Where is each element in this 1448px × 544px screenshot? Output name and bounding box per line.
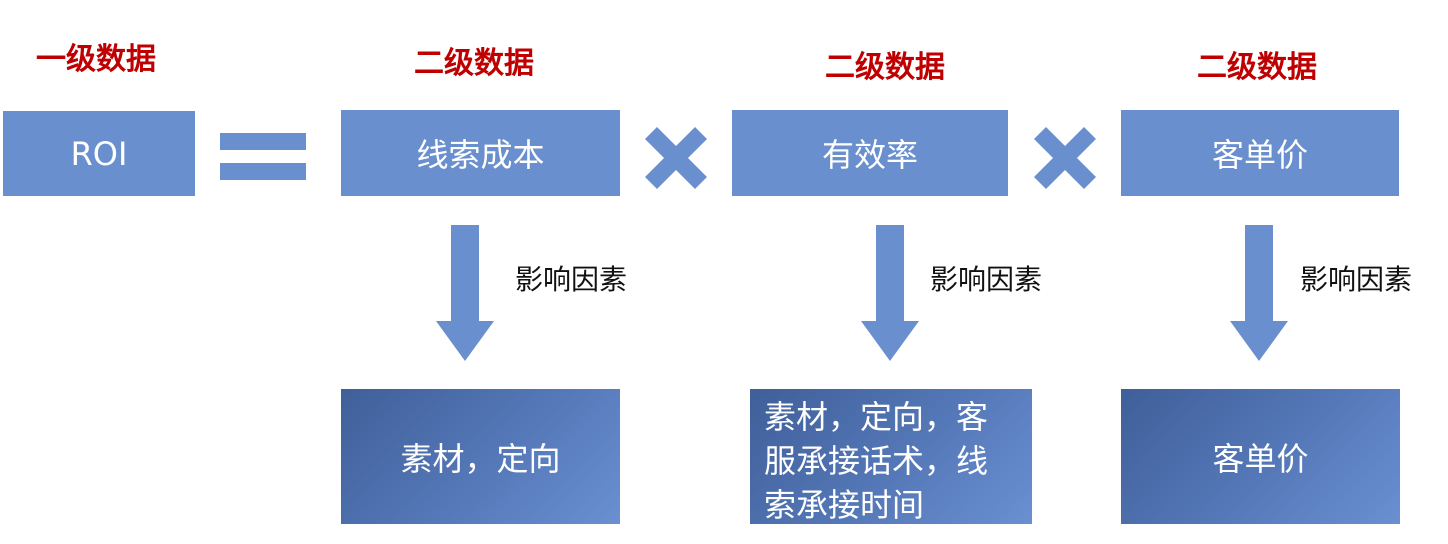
heading-level2-unit-price: 二级数据	[1197, 50, 1317, 85]
factor-label-efficiency: 影响因素	[930, 263, 1043, 296]
lead-cost-factors-box: 素材，定向	[341, 389, 620, 524]
multiply-icon-shape	[645, 127, 707, 189]
equals-icon-bar-bottom	[220, 163, 306, 180]
arrow-down-icon	[1230, 225, 1288, 361]
unit-price-box-label: 客单价	[1211, 136, 1308, 174]
lead-cost-factors-text: 素材，定向	[400, 439, 561, 478]
arrow-down-icon	[861, 225, 919, 361]
factor-label-lead-cost: 影响因素	[515, 263, 628, 296]
multiply-icon	[645, 127, 707, 189]
factor-label-unit-price: 影响因素	[1300, 263, 1413, 296]
unit-price-factors-text: 客单价	[1212, 439, 1309, 478]
arrow-down-icon-shape	[1230, 225, 1288, 361]
heading-level2-lead-cost: 二级数据	[414, 46, 534, 81]
efficiency-factors-text: 素材，定向，客服承接话术，线索承接时间	[764, 398, 989, 524]
arrow-down-icon-shape	[861, 225, 919, 361]
lead-cost-box-label: 线索成本	[416, 136, 545, 174]
multiply-icon	[1034, 127, 1096, 189]
heading-level1: 一级数据	[36, 42, 156, 77]
unit-price-box: 客单价	[1121, 110, 1399, 196]
multiply-icon-shape	[1034, 127, 1096, 189]
arrow-down-icon-shape	[436, 225, 494, 361]
efficiency-box: 有效率	[732, 110, 1008, 196]
unit-price-factors-box: 客单价	[1121, 389, 1400, 524]
equals-icon-bar-top	[220, 133, 306, 150]
arrow-down-icon	[436, 225, 494, 361]
roi-box: ROI	[3, 111, 195, 196]
efficiency-factors-box: 素材，定向，客服承接话术，线索承接时间	[750, 389, 1032, 524]
equals-icon	[220, 133, 306, 180]
heading-level2-efficiency: 二级数据	[825, 50, 945, 85]
lead-cost-box: 线索成本	[341, 110, 620, 196]
roi-box-label: ROI	[70, 134, 128, 173]
efficiency-box-label: 有效率	[821, 136, 918, 174]
